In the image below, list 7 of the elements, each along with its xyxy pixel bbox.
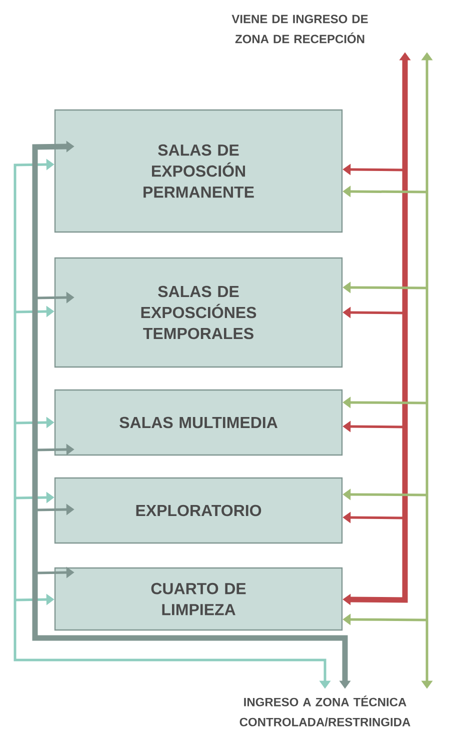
- room-box: SALAS DE EXPOSCIÓN PERMANENTE: [54, 109, 343, 233]
- room-box: SALAS MULTIMEDIA: [54, 389, 343, 456]
- room-box: CUARTO DE LIMPIEZA: [54, 567, 343, 631]
- room-box: EXPLORATORIO: [54, 477, 343, 544]
- zone-label: VIENE DE INGRESO DE ZONA DE RECEPCIÓN: [232, 14, 368, 44]
- room-box: SALAS DE EXPOSCIÓNES TEMPORALES: [54, 257, 343, 368]
- zone-label: INGRESO A ZONA TÉCNICA CONTROLADA/RESTRINGIDA: [240, 696, 410, 726]
